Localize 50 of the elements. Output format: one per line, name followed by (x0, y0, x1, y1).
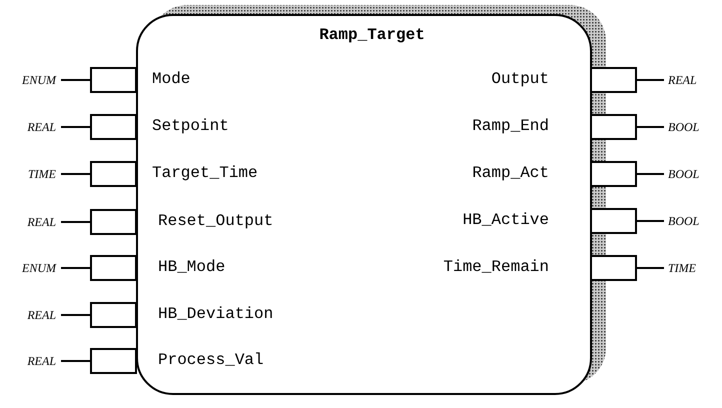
data-type-label: REAL (27, 215, 56, 229)
pin-name: Target_Time (152, 164, 258, 182)
pin-name: Mode (152, 70, 190, 88)
data-type-label: REAL (27, 354, 56, 368)
data-type-label: ENUM (22, 73, 56, 87)
pin-name: Process_Val (158, 351, 264, 369)
connector-line (637, 79, 664, 81)
data-type-label: TIME (28, 167, 56, 181)
pin-name: Time_Remain (443, 258, 549, 276)
pin-name: HB_Active (462, 211, 549, 229)
pin-box (90, 161, 137, 187)
data-type-label: BOOL (668, 214, 700, 228)
pin-box (590, 208, 637, 234)
connector-line (61, 173, 90, 175)
connector-line (637, 126, 664, 128)
pin-name: HB_Deviation (158, 305, 274, 323)
pin-box (590, 114, 637, 140)
data-type-label: REAL (27, 120, 56, 134)
pin-box (90, 209, 137, 235)
connector-line (61, 126, 90, 128)
function-block (136, 4, 608, 395)
connector-line (637, 173, 664, 175)
connector-line (61, 267, 90, 269)
connector-line (637, 220, 664, 222)
data-type-label: BOOL (668, 167, 700, 181)
data-type-label: REAL (27, 308, 56, 322)
pin-name: Setpoint (152, 117, 229, 135)
connector-line (61, 314, 90, 316)
pin-box (590, 161, 637, 187)
connector-line (61, 221, 90, 223)
data-type-label: ENUM (22, 261, 56, 275)
data-type-label: BOOL (668, 120, 700, 134)
data-type-label: REAL (668, 73, 697, 87)
block-title: Ramp_Target (318, 26, 426, 44)
connector-line (61, 79, 90, 81)
pin-box (90, 114, 137, 140)
connector-line (61, 360, 90, 362)
pin-box (90, 67, 137, 93)
pin-name: Ramp_End (472, 117, 549, 135)
pin-name: Output (491, 70, 549, 88)
pin-box (590, 67, 637, 93)
pin-box (90, 302, 137, 328)
pin-name: Ramp_Act (472, 164, 549, 182)
pin-box (90, 255, 137, 281)
pin-box (590, 255, 637, 281)
pin-box (90, 348, 137, 374)
connector-line (637, 267, 664, 269)
data-type-label: TIME (668, 261, 696, 275)
pin-name: Reset_Output (158, 212, 274, 230)
pin-name: HB_Mode (158, 258, 226, 276)
